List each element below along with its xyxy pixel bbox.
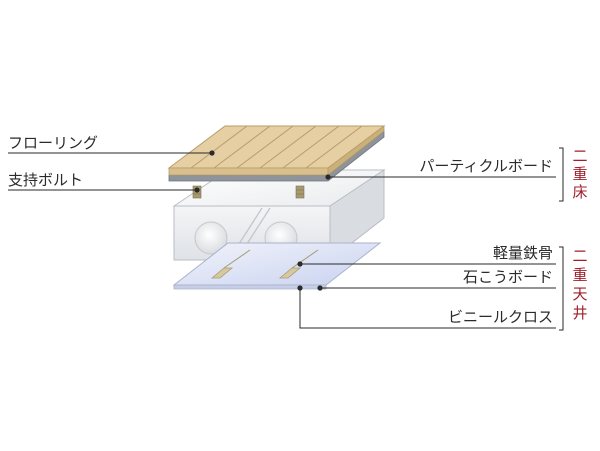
label-support-bolt: 支持ボルト: [8, 171, 83, 189]
group-ceiling-char: 重: [572, 266, 587, 284]
group-ceiling-char: 二: [572, 247, 587, 265]
light-steel-channels: [210, 249, 319, 279]
label-flooring: フローリング: [8, 134, 98, 152]
label-gypsum-board: 石こうボード: [463, 268, 553, 286]
flooring-panel: [167, 125, 386, 176]
label-particle-board: パーティクルボード: [419, 157, 553, 175]
group-label-double-ceiling: 二 重 天 井: [572, 247, 587, 322]
group-label-double-floor: 二 重 床: [572, 147, 587, 201]
group-floor-char: 重: [572, 165, 587, 183]
void-hole-left: [194, 221, 228, 255]
group-floor-char: 二: [572, 147, 587, 165]
label-vinyl-cloth: ビニールクロス: [448, 308, 553, 326]
group-brackets: [559, 147, 564, 331]
group-floor-char: 床: [572, 183, 587, 201]
group-ceiling-char: 井: [572, 304, 587, 322]
ceiling-board: [172, 242, 382, 290]
label-light-steel: 軽量鉄骨: [493, 244, 553, 262]
leader-lines: [8, 150, 556, 329]
group-ceiling-char: 天: [572, 285, 587, 303]
